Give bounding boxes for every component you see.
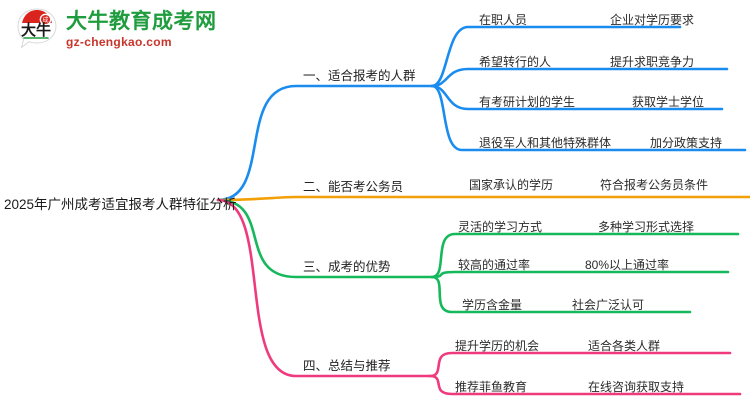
branch-node-2[interactable]: 二、能否考公务员 <box>303 180 404 194</box>
detail-node-1-2[interactable]: 提升求职竞争力 <box>610 55 695 69</box>
branch-node-1[interactable]: 一、适合报考的人群 <box>303 69 416 83</box>
mindmap-root-node[interactable]: 2025年广州成考适宜报考人群特征分析 <box>4 197 237 212</box>
branch-node-3[interactable]: 三、成考的优势 <box>303 260 391 274</box>
detail-node-1-1[interactable]: 企业对学历要求 <box>610 13 695 27</box>
logo-subtitle: gz-chengkao.com <box>66 34 172 49</box>
leaf-node-1-1[interactable]: 在职人员 <box>479 13 528 27</box>
leaf-node-1-4[interactable]: 退役军人和其他特殊群体 <box>479 136 612 150</box>
detail-node-4-2[interactable]: 在线咨询获取支持 <box>588 380 685 394</box>
leaf-node-3-1[interactable]: 灵活的学习方式 <box>458 220 543 234</box>
detail-node-4-1[interactable]: 适合各类人群 <box>588 339 661 353</box>
leaf-node-4-2[interactable]: 推荐菲鱼教育 <box>455 380 528 394</box>
branch-node-4[interactable]: 四、总结与推荐 <box>303 359 391 373</box>
svg-text:成: 成 <box>42 16 48 24</box>
site-logo[interactable]: 成 大牛 大牛教育成考网 gz-chengkao.com <box>14 6 217 52</box>
leaf-node-3-2[interactable]: 较高的通过率 <box>458 258 531 272</box>
detail-node-2-1[interactable]: 符合报考公务员条件 <box>600 178 709 192</box>
leaf-node-2-1[interactable]: 国家承认的学历 <box>469 178 554 192</box>
daniu-speech-bubble-logo-icon: 成 大牛 <box>14 6 60 52</box>
detail-node-3-1[interactable]: 多种学习形式选择 <box>598 220 695 234</box>
detail-node-3-3[interactable]: 社会广泛认可 <box>572 298 645 312</box>
leaf-node-1-3[interactable]: 有考研计划的学生 <box>479 95 576 109</box>
detail-node-1-3[interactable]: 获取学士学位 <box>632 95 705 109</box>
leaf-node-1-2[interactable]: 希望转行的人 <box>479 55 552 69</box>
leaf-node-4-1[interactable]: 提升学历的机会 <box>455 339 540 353</box>
logo-text-block: 大牛教育成考网 gz-chengkao.com <box>66 11 217 48</box>
detail-node-3-2[interactable]: 80%以上通过率 <box>585 258 670 272</box>
leaf-node-3-3[interactable]: 学历含金量 <box>462 298 523 312</box>
detail-node-1-4[interactable]: 加分政策支持 <box>650 136 723 150</box>
svg-text:大牛: 大牛 <box>21 21 51 39</box>
logo-title: 大牛教育成考网 <box>66 9 217 33</box>
